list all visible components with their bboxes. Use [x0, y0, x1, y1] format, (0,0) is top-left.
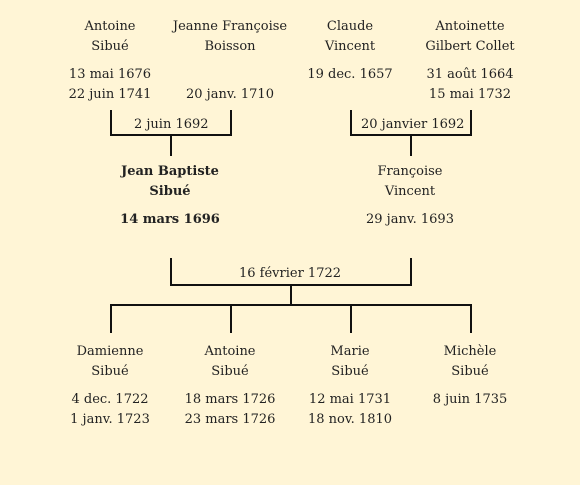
person-jean-baptiste-sibue: Jean Baptiste Sibué 14 mars 1696	[95, 162, 245, 230]
person-name: Jean Baptiste	[121, 164, 219, 179]
connector-line	[350, 304, 352, 333]
person-surname: Sibué	[331, 364, 369, 379]
connector-line	[410, 134, 412, 156]
birth-date: 8 juin 1735	[432, 392, 508, 407]
death-date: 18 nov. 1810	[307, 412, 393, 427]
person-name: Claude	[326, 19, 374, 34]
connector-line	[350, 110, 352, 136]
person-marie-sibue: Marie Sibué 12 mai 1731 18 nov. 1810	[275, 342, 425, 430]
birth-date: 14 mars 1696	[120, 212, 220, 227]
birth-date: 18 mars 1726	[184, 392, 276, 407]
person-name: Damienne	[76, 344, 144, 359]
death-date: 20 janv. 1710	[186, 87, 274, 102]
connector-line	[170, 258, 172, 286]
connector-line	[110, 304, 472, 306]
birth-date: 19 dec. 1657	[307, 67, 393, 82]
connector-line	[470, 304, 472, 333]
person-surname: Boisson	[204, 39, 256, 54]
person-surname: Gilbert Collet	[425, 39, 515, 54]
person-jeanne-francoise-boisson: Jeanne Françoise Boisson 20 janv. 1710	[155, 17, 305, 105]
birth-date: 4 dec. 1722	[71, 392, 149, 407]
connector-line	[410, 258, 412, 286]
death-date: 23 mars 1726	[184, 412, 276, 427]
person-antoinette-gilbert-collet: Antoinette Gilbert Collet 31 août 1664 1…	[395, 17, 545, 105]
person-surname: Sibué	[211, 364, 249, 379]
connector-line	[230, 110, 232, 136]
death-date	[395, 410, 545, 430]
death-date: 22 juin 1741	[68, 87, 152, 102]
person-surname: Sibué	[451, 364, 489, 379]
connector-line	[110, 110, 112, 136]
person-damienne-sibue: Damienne Sibué 4 dec. 1722 1 janv. 1723	[35, 342, 185, 430]
person-antoine-sibue-child: Antoine Sibué 18 mars 1726 23 mars 1726	[155, 342, 305, 430]
person-name: Marie	[330, 344, 370, 359]
person-surname: Sibué	[91, 39, 129, 54]
birth-date: 12 mai 1731	[308, 392, 392, 407]
person-surname: Vincent	[384, 184, 436, 199]
birth-date: 13 mai 1676	[68, 67, 152, 82]
death-date: 15 mai 1732	[428, 87, 512, 102]
marriage-date-label: 16 février 1722	[236, 266, 344, 282]
person-francoise-vincent: Françoise Vincent 29 janv. 1693	[335, 162, 485, 230]
connector-line	[290, 284, 292, 306]
connector-line	[110, 304, 112, 333]
person-antoine-sibue: Antoine Sibué 13 mai 1676 22 juin 1741	[35, 17, 185, 105]
person-name: Françoise	[377, 164, 443, 179]
person-name: Michèle	[443, 344, 497, 359]
marriage-date-label: 2 juin 1692	[131, 117, 211, 133]
person-name: Antoine	[84, 19, 136, 34]
person-name: Antoinette	[435, 19, 505, 34]
person-surname: Sibué	[149, 184, 191, 199]
connector-line	[230, 304, 232, 333]
person-surname: Vincent	[324, 39, 376, 54]
person-name: Jeanne Françoise	[172, 19, 288, 34]
person-surname: Sibué	[91, 364, 129, 379]
person-name: Antoine	[204, 344, 256, 359]
person-michele-sibue: Michèle Sibué 8 juin 1735	[395, 342, 545, 430]
birth-date: 31 août 1664	[426, 67, 514, 82]
death-date: 1 janv. 1723	[70, 412, 150, 427]
person-claude-vincent: Claude Vincent 19 dec. 1657	[275, 17, 425, 105]
birth-date: 29 janv. 1693	[366, 212, 454, 227]
marriage-date-label: 20 janvier 1692	[358, 117, 464, 133]
connector-line	[470, 110, 472, 136]
connector-line	[170, 134, 172, 156]
